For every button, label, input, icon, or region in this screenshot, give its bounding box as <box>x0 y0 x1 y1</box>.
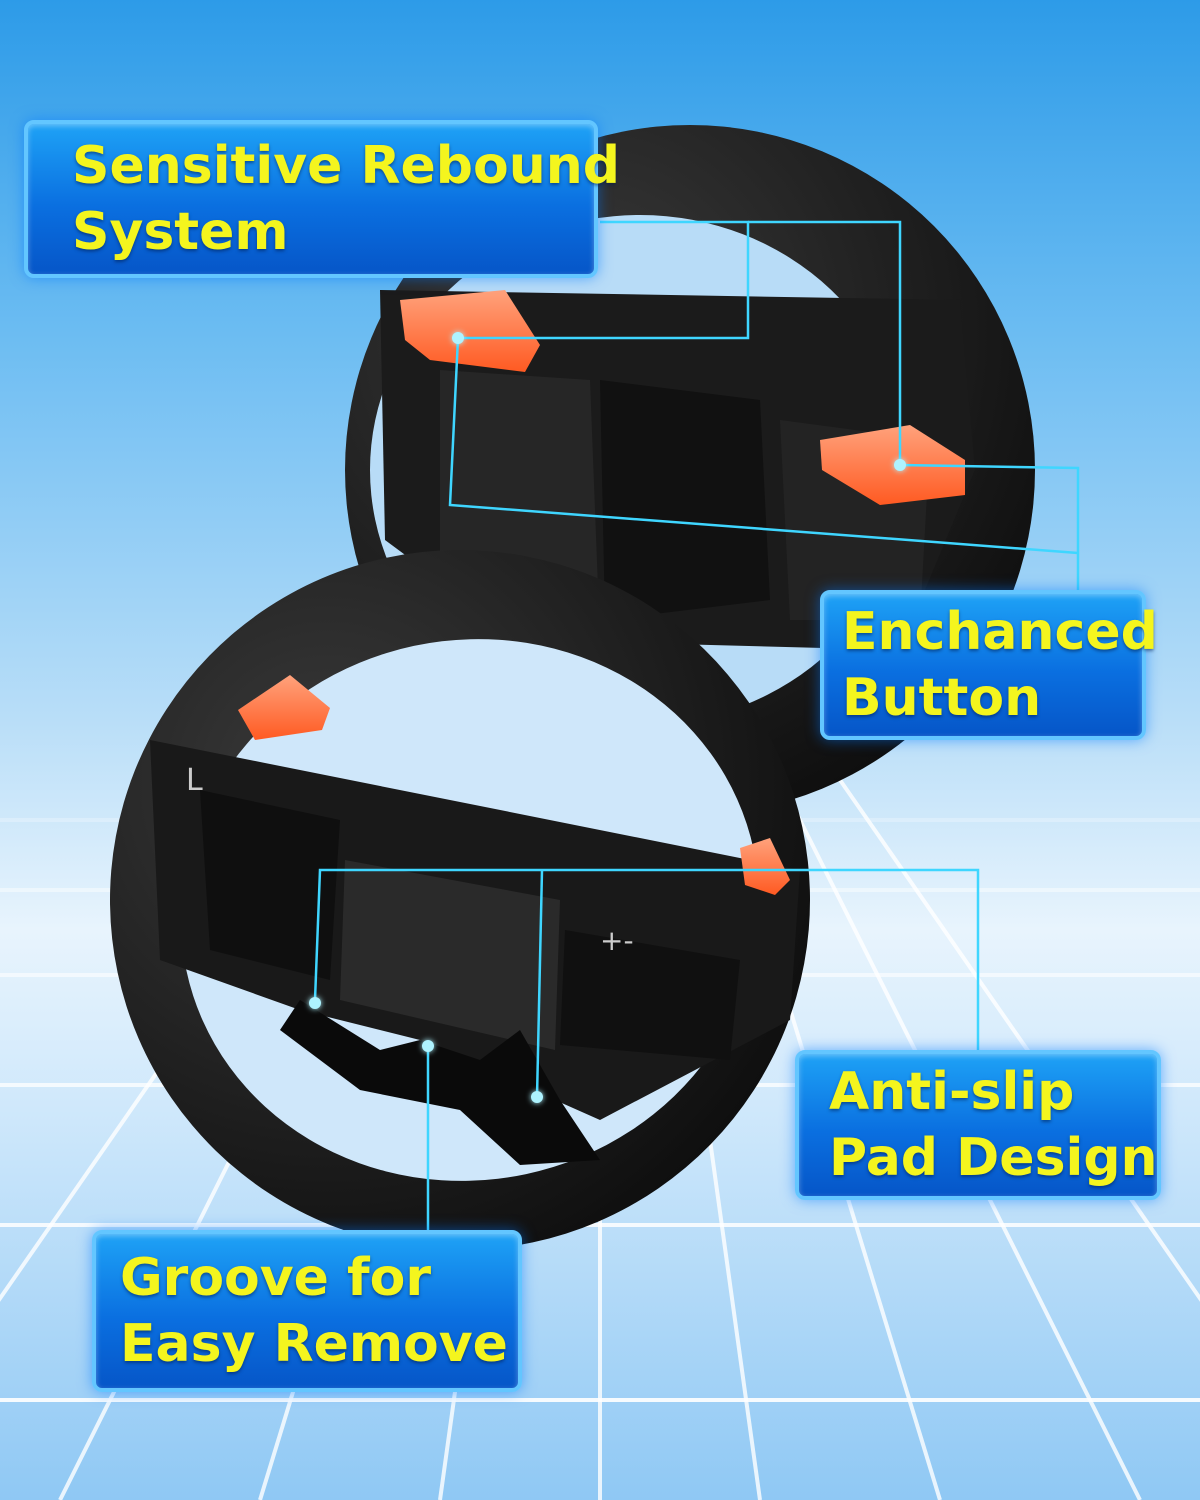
callout-sensitive-rebound-system: Sensitive Rebound System <box>24 120 620 278</box>
trigger-right-front <box>740 838 790 895</box>
wheel-l-marking: L <box>186 763 203 798</box>
trigger-left-back <box>400 290 540 372</box>
trigger-right-back <box>820 425 965 505</box>
leader-dots <box>309 332 906 1103</box>
callout-line-2: System <box>72 202 289 262</box>
steering-wheel-front <box>109 550 810 1250</box>
trigger-left-front <box>238 675 330 740</box>
callout-line-1: Sensitive Rebound <box>72 136 620 196</box>
callout-groove-easy-remove: Groove for Easy Remove <box>92 1230 522 1392</box>
callout-line-1: Groove for <box>120 1248 432 1308</box>
callout-line-2: Pad Design <box>829 1128 1158 1188</box>
wheel-plus-minus-marking: +- <box>600 924 634 957</box>
callout-anti-slip-pad: Anti-slip Pad Design <box>795 1050 1161 1200</box>
callout-line-1: Anti-slip <box>829 1062 1075 1122</box>
callout-line-2: Easy Remove <box>120 1314 508 1374</box>
callout-enhanced-button: Enchanced Button <box>820 590 1158 740</box>
leader-lines <box>313 220 1080 1230</box>
callout-line-1: Enchanced <box>842 602 1158 662</box>
callout-line-2: Button <box>842 668 1042 728</box>
